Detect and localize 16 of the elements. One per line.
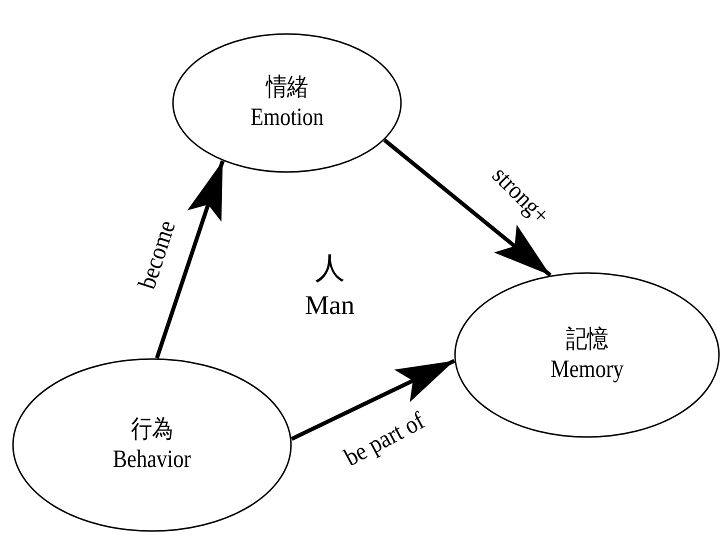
english-label: Behavior (113, 445, 191, 475)
chinese-label: 行為 (130, 415, 174, 445)
english-label: Memory (550, 355, 624, 385)
chinese-label: 情緒 (266, 73, 308, 103)
edge-label: be part of (340, 407, 430, 473)
arrow (155, 160, 225, 359)
ellipse-node (172, 33, 402, 173)
english-label: Man (305, 290, 354, 320)
arrow (290, 359, 456, 441)
chinese-label: 記憶 (566, 325, 608, 355)
arrow (383, 138, 552, 277)
ellipse-node (454, 272, 720, 438)
english-label: Emotion (250, 103, 324, 133)
edge-label: become (134, 217, 182, 293)
ellipse-node (12, 358, 292, 532)
chinese-label: 人 (315, 250, 345, 286)
